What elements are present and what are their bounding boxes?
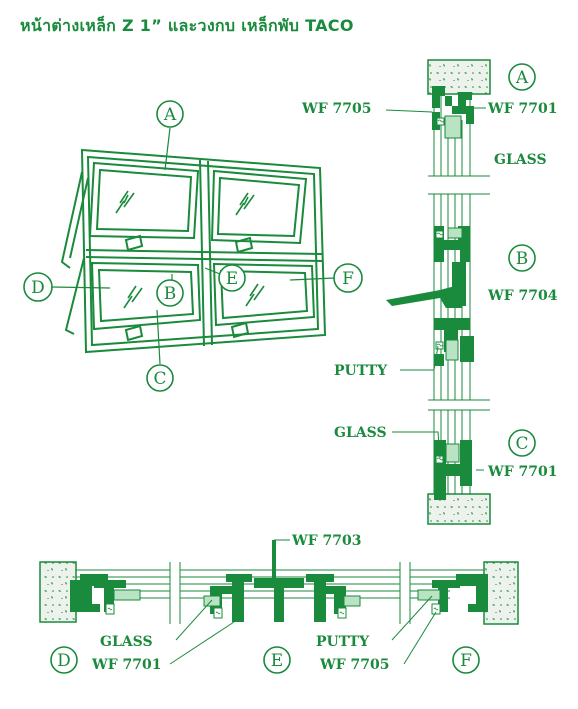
callout-c-window: C [146,364,174,392]
label-glass-bottom: GLASS [100,634,153,650]
callout-b-window: B [156,279,184,307]
callout-a-window: A [156,100,184,128]
glass-reflection-icon [115,190,265,309]
label-wf7704: WF 7704 [487,288,558,304]
svg-text:C: C [515,434,528,454]
label-putty-bottom: PUTTY [316,634,370,650]
callout-e-section: E [263,646,291,674]
label-wf7701-top: WF 7701 [487,101,558,117]
label-putty-mid: PUTTY [334,363,388,379]
svg-text:D: D [57,651,71,671]
svg-text:F: F [460,651,472,671]
label-wf7705-top: WF 7705 [301,101,372,117]
callout-a-section: A [508,63,536,91]
callout-e-window: E [218,264,246,292]
window-illustration [51,127,336,365]
callout-c-section: C [508,429,536,457]
label-glass-mid: GLASS [334,425,387,441]
svg-text:C: C [153,369,166,389]
callout-f-section: F [452,646,480,674]
label-wf7703: WF 7703 [291,533,362,549]
page-title: หน้าต่างเหล็ก Z 1” และวงกบ เหล็กพับ TACO [20,16,354,35]
label-wf7701-bottom-row: WF 7701 [91,657,162,673]
svg-text:E: E [226,269,238,289]
svg-text:F: F [342,269,354,289]
svg-text:E: E [271,651,283,671]
svg-text:D: D [31,278,45,298]
horizontal-section: D E F WF 7703 GLASS WF 7701 PUTTY WF 770… [39,533,519,674]
label-wf7705-bottom: WF 7705 [319,657,390,673]
callout-f-window: F [333,263,363,293]
svg-text:A: A [163,105,177,125]
svg-text:A: A [515,68,529,88]
callout-d-window: D [23,272,53,302]
vertical-section: A B C WF 7705 WF 7701 GLASS WF 7704 PUTT… [301,59,558,525]
label-glass-top: GLASS [494,152,547,168]
svg-text:B: B [516,249,529,269]
callout-b-section: B [508,244,536,272]
svg-text:B: B [164,284,177,304]
callout-d-section: D [50,646,78,674]
label-wf7701-bottom: WF 7701 [487,464,558,480]
